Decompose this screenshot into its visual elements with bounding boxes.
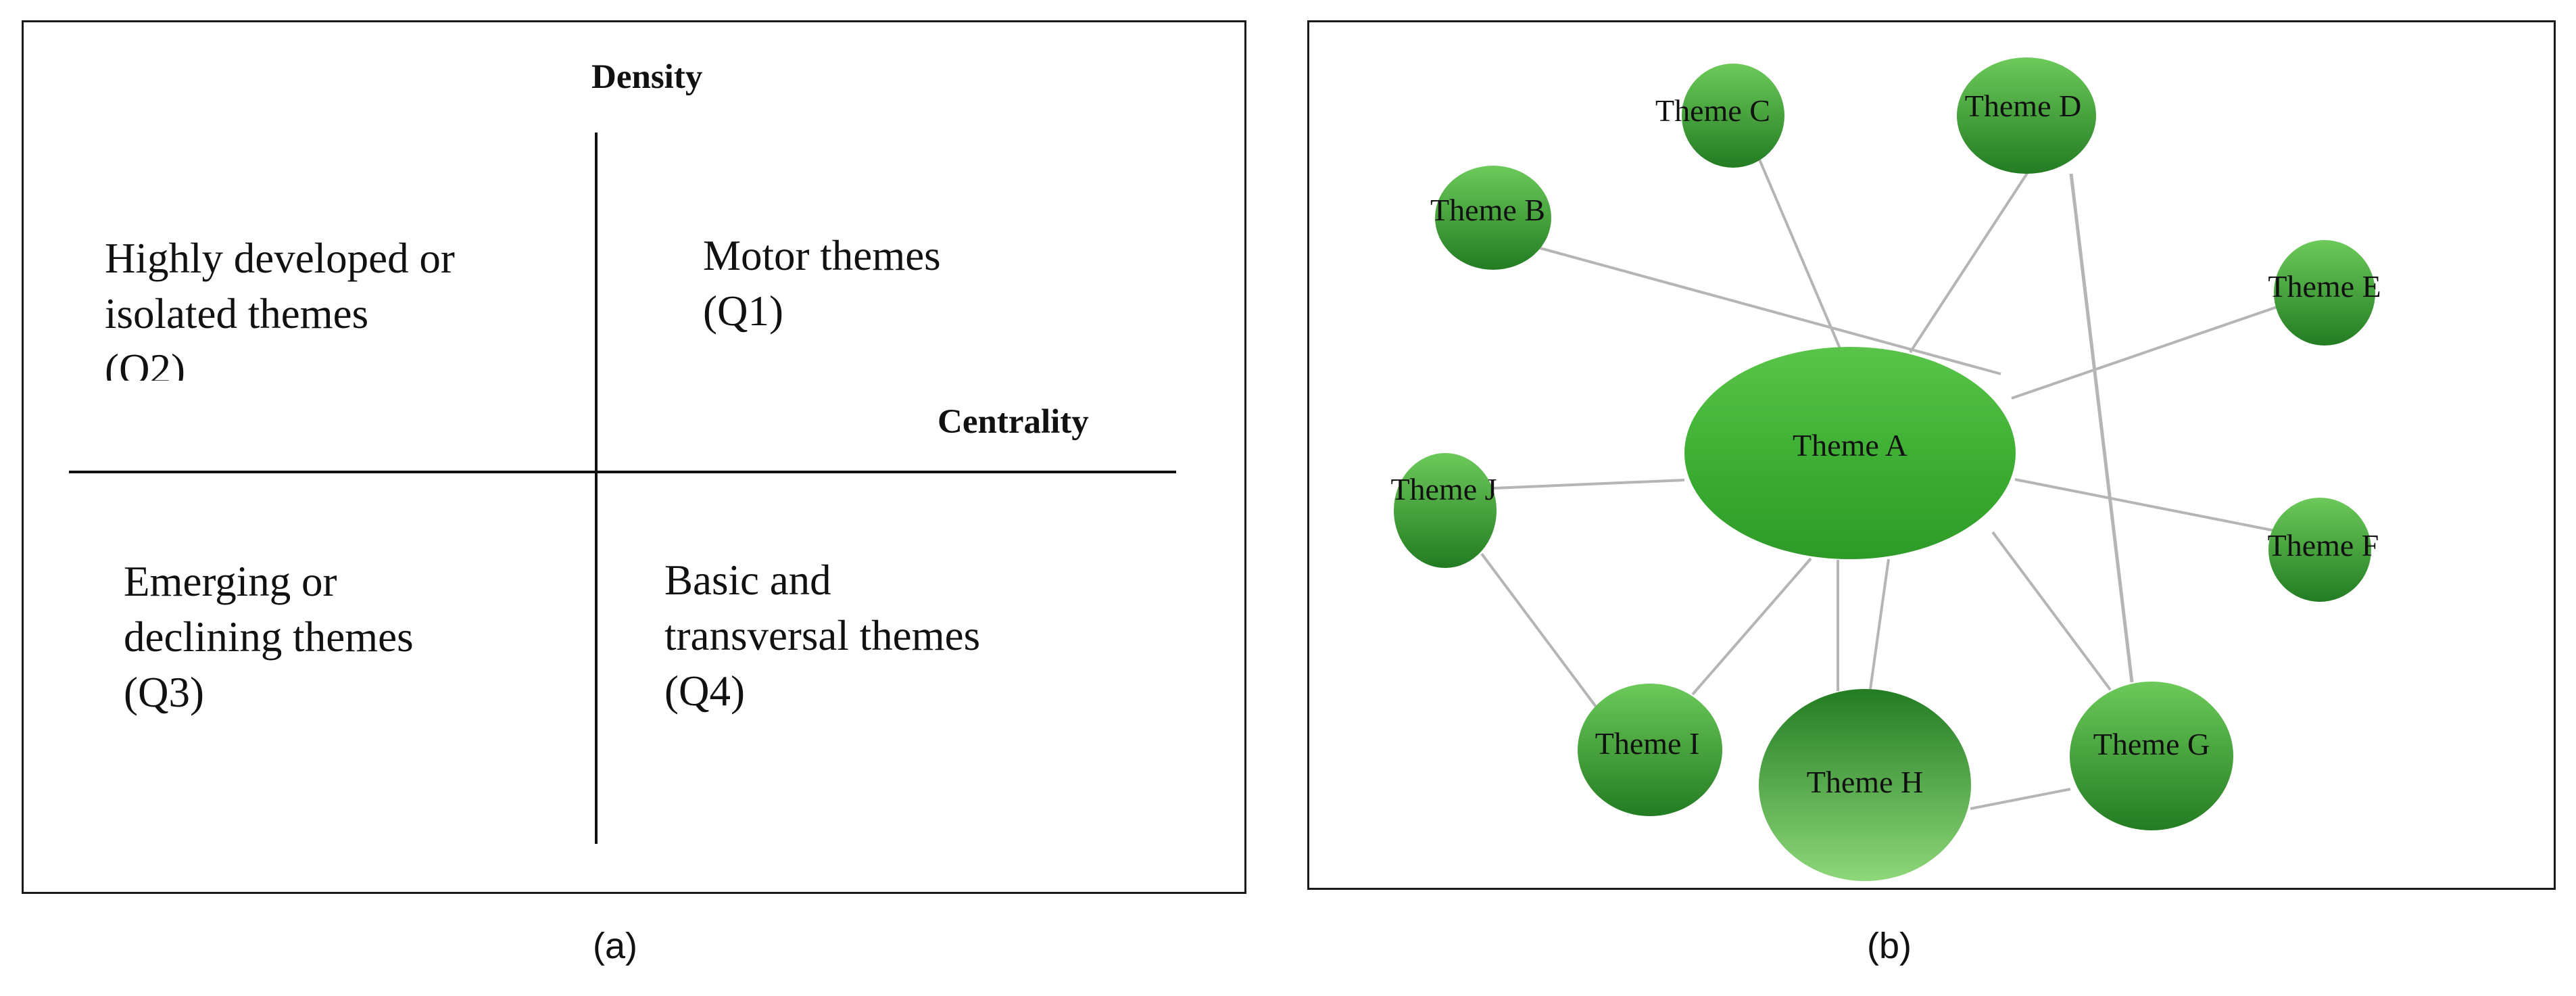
edge-a-d: [1909, 162, 2035, 354]
node-theme-c: Theme C: [1655, 64, 1784, 168]
vertical-axis-line: [595, 133, 598, 844]
edge-a-j: [1492, 479, 1685, 490]
node-label: Theme H: [1807, 765, 1923, 799]
edge-i-j: [1480, 552, 1597, 708]
node-ellipse: [1435, 166, 1551, 270]
edge-a-g: [1991, 531, 2112, 691]
node-label: Theme D: [1965, 89, 2081, 123]
node-label: Theme G: [2093, 727, 2210, 761]
edge-a-c: [1758, 159, 1841, 349]
edge-a-f: [2014, 478, 2276, 532]
quadrant-q3-text: Emerging or declining themes (Q3): [124, 558, 414, 716]
nodes-layer: Theme A Theme B Theme C Theme D Theme E Theme…: [1390, 57, 2381, 881]
quadrant-q4-text: Basic and transversal themes (Q4): [664, 556, 981, 715]
node-ellipse: [2274, 240, 2375, 346]
horizontal-axis-line: [69, 471, 1176, 473]
node-label: Theme B: [1430, 193, 1545, 227]
node-theme-h: Theme H: [1759, 689, 1971, 881]
density-axis-label: Density: [591, 58, 703, 96]
node-label: Theme C: [1655, 93, 1770, 128]
edge-a-i: [1691, 557, 1812, 696]
centrality-axis-label: Centrality: [938, 403, 1089, 441]
edge-d-g: [2069, 173, 2134, 683]
quadrant-q2-clip: Highly developed or isolated themes (Q2): [105, 231, 591, 381]
node-ellipse: [2268, 498, 2371, 602]
node-label: Theme A: [1793, 428, 1907, 463]
node-theme-g: Theme G: [2070, 682, 2233, 830]
node-ellipse: [1682, 64, 1784, 168]
node-label: Theme F: [2268, 528, 2379, 563]
node-theme-j: Theme J: [1390, 453, 1497, 568]
node-label: Theme J: [1390, 472, 1497, 506]
network-graph: Theme A Theme B Theme C Theme D Theme E Theme…: [1390, 57, 2381, 881]
node-theme-e: Theme E: [2268, 240, 2381, 346]
node-ellipse: [1684, 347, 2016, 559]
caption-b: (b): [1867, 926, 1912, 966]
edges-layer: [1480, 159, 2289, 810]
node-label: Theme I: [1595, 726, 1700, 761]
panel-a-quadrant-diagram: Density Centrality Highly developed or i…: [22, 20, 1246, 894]
edge-a-b: [1522, 242, 2001, 375]
node-ellipse: [1957, 57, 2096, 174]
edge-g-h: [1970, 788, 2071, 810]
node-theme-a: Theme A: [1684, 347, 2016, 559]
node-theme-i: Theme I: [1578, 684, 1722, 816]
node-ellipse: [2070, 682, 2233, 830]
node-ellipse: [1578, 684, 1722, 816]
edge-a-h: [1869, 559, 1890, 690]
node-theme-d: Theme D: [1957, 57, 2096, 174]
panel-b-theme-network: Theme A Theme B Theme C Theme D Theme E Theme…: [1307, 20, 2556, 890]
node-theme-b: Theme B: [1430, 166, 1551, 270]
node-theme-f: Theme F: [2268, 498, 2379, 602]
edge-a-e: [2011, 302, 2289, 400]
node-ellipse: [1759, 689, 1971, 881]
quadrant-q2-text: Highly developed or isolated themes (Q2): [105, 235, 455, 381]
quadrant-q1-text: Motor themes (Q1): [703, 232, 941, 335]
caption-a: (a): [593, 926, 637, 966]
node-ellipse: [1394, 453, 1497, 568]
node-label: Theme E: [2268, 269, 2381, 304]
